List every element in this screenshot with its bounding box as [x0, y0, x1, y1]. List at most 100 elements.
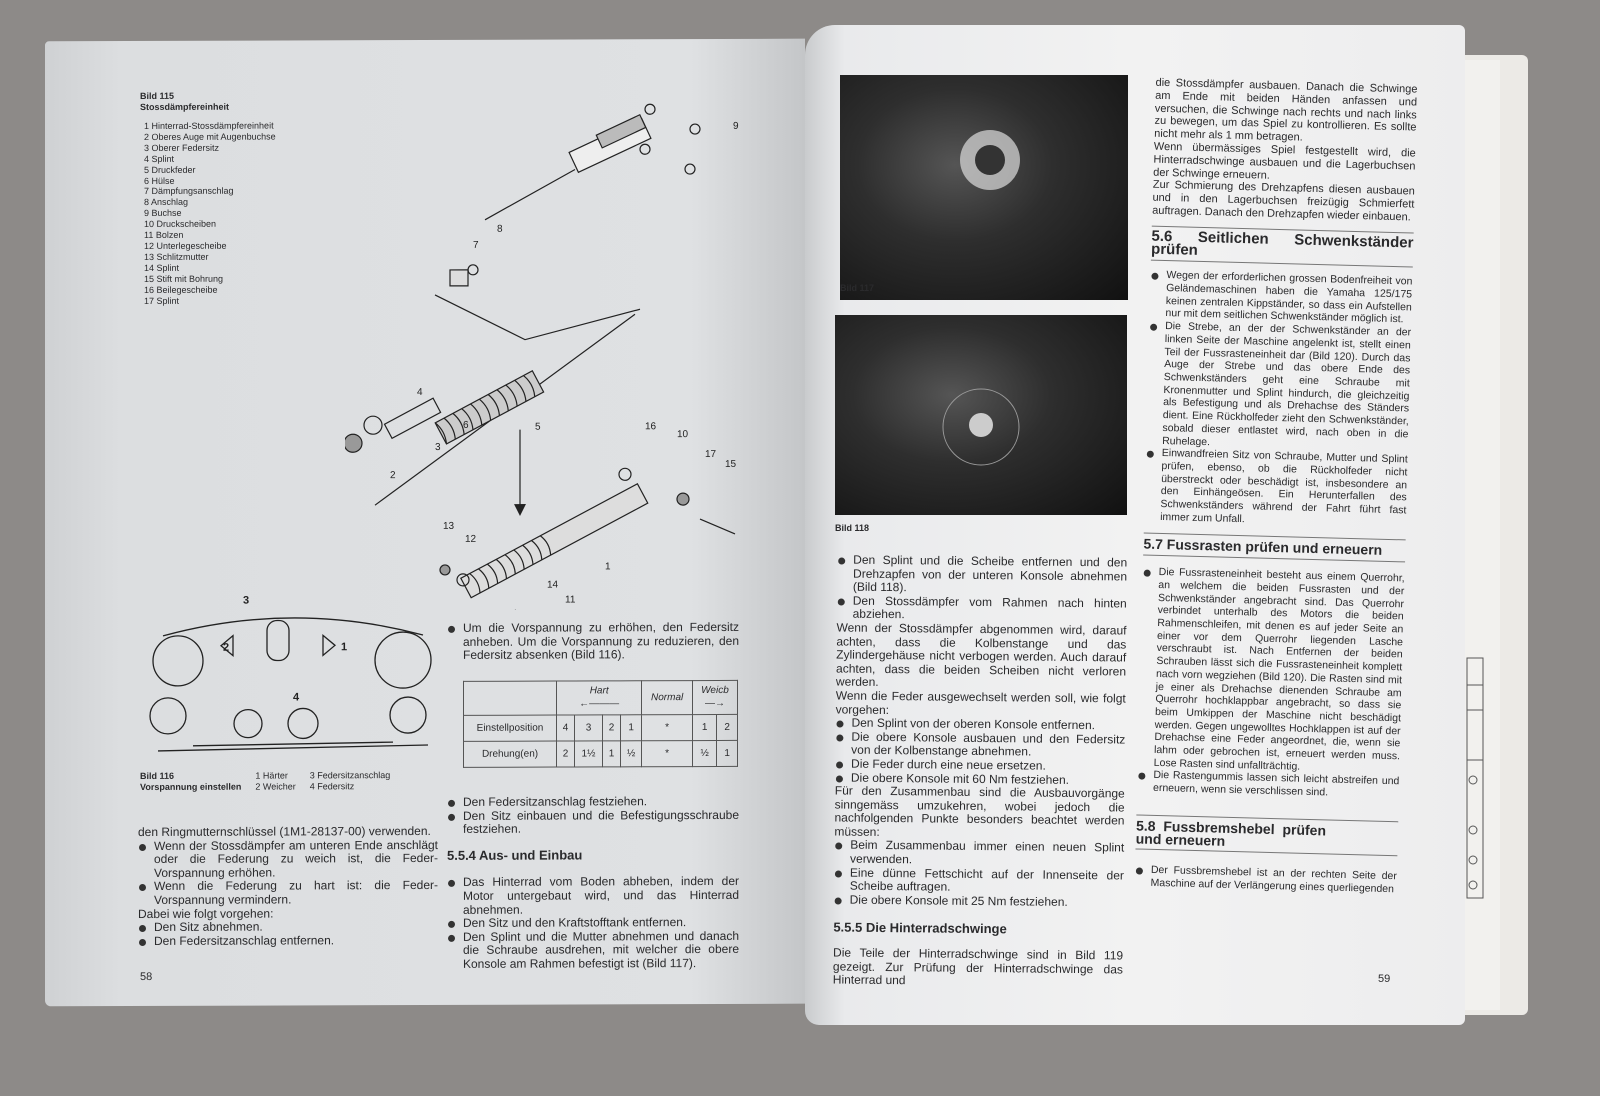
svg-text:8: 8 — [497, 224, 503, 235]
bullet-item: Wenn der Stossdämpfer am unteren Ende an… — [138, 838, 438, 881]
fig118-caption: Bild 118 — [835, 523, 870, 533]
paragraph: Die Teile der Hinterradschwinge sind in … — [832, 945, 1124, 988]
paragraph: Wenn der Stossdämpfer abgenommen wird, d… — [835, 620, 1127, 690]
page-number: 59 — [1378, 973, 1391, 985]
cell: 1 — [602, 740, 621, 767]
svg-text:2: 2 — [223, 642, 229, 654]
cell: 1 — [692, 714, 717, 741]
left-page: Bild 115 Stossdämpfereinheit 1 Hinterrad… — [45, 38, 805, 1007]
side-page-diagram — [1466, 657, 1484, 899]
svg-text:3: 3 — [435, 442, 441, 453]
cell: 2 — [556, 740, 575, 768]
fig115-title: Bild 115 — [140, 90, 175, 101]
parts-list-item: 16 Beilegescheibe — [144, 284, 218, 295]
svg-text:6: 6 — [463, 420, 469, 431]
header-normal: Normal — [651, 691, 684, 703]
parts-list-item: 12 Unterlegescheibe — [144, 240, 227, 251]
bullet-item: Den Sitz einbauen und die Befestigungssc… — [447, 807, 739, 836]
bullet-item: Den Federsitzanschlag entfernen. — [138, 933, 438, 949]
right-page: Bild 117 Bild 118 Den Splint und die Sch… — [805, 25, 1465, 1025]
section-heading: 5.5.5 Die Hinterradschwinge — [833, 919, 1007, 937]
bullet-item: Einwandfreien Sitz von Schraube, Mutter … — [1144, 447, 1408, 530]
bullet-item: Der Fussbremshebel ist an der rechten Se… — [1134, 864, 1397, 896]
paragraph: Für den Zusammenbau sind die Ausbauvorgä… — [834, 783, 1125, 839]
parts-list-item: 11 Bolzen — [144, 229, 184, 241]
parts-list-item: 7 Dämpfungsanschlag — [144, 186, 234, 197]
svg-text:7: 7 — [473, 240, 479, 251]
cell: 1½ — [574, 740, 603, 767]
section-heading: 5.6 Seitlichen Schwenkständer prüfen — [1150, 227, 1414, 259]
page-number: 58 — [140, 970, 153, 983]
svg-text:16: 16 — [645, 421, 657, 432]
photo-bild-118 — [835, 315, 1127, 515]
parts-list-item: 5 Druckfeder — [144, 164, 196, 175]
parts-list-item: 10 Druckscheiben — [144, 218, 217, 230]
bullet-item: Den Stossdämpfer vom Rahmen nach hinten … — [837, 593, 1127, 624]
left-column-text: den Ringmutternschlüssel (1M1-28137-00) … — [138, 824, 438, 949]
bullet-item: Um die Vorspannung zu erhöhen, den Feder… — [447, 620, 739, 663]
svg-text:12: 12 — [465, 534, 477, 545]
row-label: Drehung(en) — [463, 741, 557, 768]
svg-text:3: 3 — [243, 595, 249, 607]
section-heading: 5.5.4 Aus- und Einbau — [447, 847, 583, 863]
svg-text:14: 14 — [547, 580, 559, 591]
cell: * — [641, 714, 693, 741]
svg-text:17: 17 — [705, 449, 717, 460]
header-hart: Hart — [589, 685, 609, 697]
parts-list-item: 1 Hinterrad-Stossdämpfereinheit — [144, 120, 274, 131]
right-column-text: Um die Vorspannung zu erhöhen, den Feder… — [447, 620, 739, 972]
parts-list-item: 6 Hülse — [144, 175, 175, 186]
parts-list-item: 8 Anschlag — [144, 197, 189, 208]
legend-item: 3 Federsitzanschlag — [309, 770, 391, 781]
parts-list-item: 15 Stift mit Bohrung — [144, 273, 224, 284]
svg-text:4: 4 — [417, 387, 423, 398]
svg-text:9: 9 — [733, 121, 739, 132]
cell: 1 — [716, 740, 738, 767]
bullet-item: Die obere Konsole mit 25 Nm festziehen. — [834, 892, 1124, 910]
parts-list-item: 2 Oberes Auge mit Augenbuchse — [144, 131, 276, 142]
bullet-item: Beim Zusammenbau immer einen neuen Splin… — [834, 838, 1124, 869]
svg-text:11: 11 — [565, 594, 576, 605]
paragraph: Dabei wie folgt vorgehen: — [138, 906, 274, 921]
parts-list-item: 4 Splint — [144, 153, 175, 164]
bullet-item: Wegen der erforderlichen grossen Bodenfr… — [1149, 269, 1412, 327]
cell: * — [641, 740, 693, 767]
paragraph: Zur Schmierung des Drehzapfens diesen au… — [1152, 179, 1415, 224]
fig116-title: Bild 116 — [140, 770, 175, 781]
svg-text:1: 1 — [605, 561, 611, 572]
legend-item: 2 Weicher — [255, 781, 296, 792]
fig115-subtitle: Stossdämpfereinheit — [140, 101, 230, 112]
parts-list-item: 14 Splint — [144, 262, 180, 273]
photo-bild-117 — [840, 75, 1128, 300]
fig117-caption: Bild 117 — [840, 283, 875, 293]
section-heading: 5.7 Fussrasten prüfen und erneuern — [1143, 535, 1383, 559]
section-heading: 5.8 Fussbremshebel prüfen und erneuern — [1135, 817, 1327, 849]
bullet-item: Wenn die Federung zu hart ist: die Feder… — [138, 878, 438, 907]
parts-list-item: 3 Oberer Federsitz — [144, 142, 220, 153]
legend-item: 4 Federsitz — [309, 781, 355, 792]
fig116-subtitle: Vorspannung einstellen — [140, 781, 242, 792]
legend-item: 1 Härter — [255, 770, 288, 781]
svg-text:4: 4 — [293, 691, 300, 703]
row-label: Einstellposition — [463, 715, 557, 742]
bullet-item: Die Fussrasteneinheit besteht aus einem … — [1138, 566, 1405, 776]
cell: 1 — [620, 714, 642, 741]
fig115-caption: Bild 115 Stossdämpfereinheit 1 Hinterrad… — [140, 90, 340, 306]
cell: ½ — [620, 740, 642, 767]
bullet-item: Die Strebe, an der der Schwenkständer an… — [1146, 320, 1411, 454]
bullet-item: Das Hinterrad vom Boden abheben, indem d… — [447, 874, 739, 917]
cell: 3 — [574, 714, 603, 741]
parts-list-item: 9 Buchse — [144, 208, 182, 219]
right-page-col1: Den Splint und die Scheibe entfernen und… — [833, 553, 1128, 990]
bullet-item: Die obere Konsole ausbauen und den Feder… — [835, 729, 1125, 760]
bullet-item: Den Splint und die Mutter abnehmen und d… — [447, 929, 739, 972]
svg-text:10: 10 — [677, 429, 689, 440]
cell: 2 — [716, 714, 738, 741]
